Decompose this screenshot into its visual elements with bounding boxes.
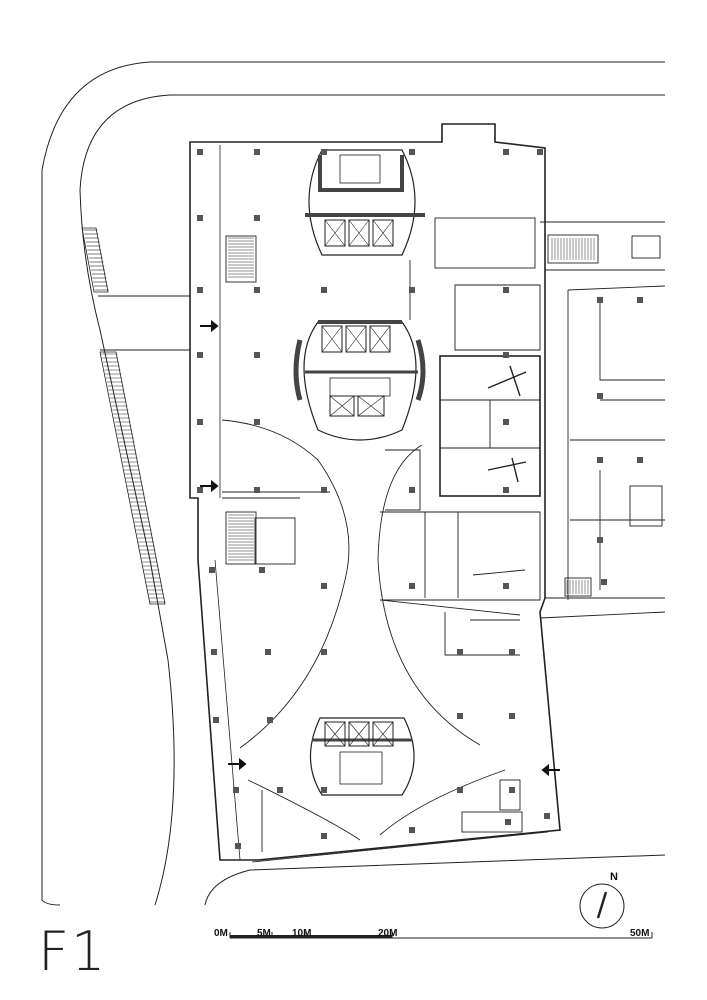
scale-label-20m: 20M bbox=[378, 928, 398, 939]
scale-label-50m: 50M bbox=[630, 928, 650, 939]
structural-column bbox=[457, 787, 463, 793]
structural-column bbox=[277, 787, 283, 793]
structural-column bbox=[254, 487, 260, 493]
structural-column bbox=[321, 787, 327, 793]
structural-column bbox=[503, 419, 509, 425]
structural-column bbox=[197, 215, 203, 221]
building-outline bbox=[189, 123, 561, 863]
structural-column bbox=[254, 149, 260, 155]
structural-column bbox=[637, 457, 643, 463]
structural-column bbox=[197, 149, 203, 155]
structural-column bbox=[197, 352, 203, 358]
structural-column bbox=[197, 287, 203, 293]
scale-label-5m: 5M bbox=[257, 928, 271, 939]
atrium-curves bbox=[221, 419, 521, 841]
structural-column bbox=[503, 487, 509, 493]
structural-column bbox=[409, 487, 415, 493]
structural-column bbox=[254, 215, 260, 221]
floor-label: F1 bbox=[38, 920, 108, 983]
scale-label-0m: 0M bbox=[214, 928, 228, 939]
structural-column bbox=[503, 149, 509, 155]
structural-column bbox=[235, 843, 241, 849]
east-wing bbox=[539, 221, 666, 619]
column-grid bbox=[197, 149, 643, 849]
structural-column bbox=[211, 649, 217, 655]
structural-column bbox=[509, 713, 515, 719]
structural-column bbox=[457, 649, 463, 655]
structural-column bbox=[254, 419, 260, 425]
structural-column bbox=[601, 579, 607, 585]
structural-column bbox=[254, 287, 260, 293]
structural-column bbox=[209, 567, 215, 573]
scale-label-10m: 10M bbox=[292, 928, 312, 939]
north-label: N bbox=[610, 871, 618, 883]
entrance-arrows bbox=[200, 319, 560, 777]
structural-column bbox=[409, 287, 415, 293]
central-core bbox=[293, 320, 426, 441]
structural-column bbox=[409, 583, 415, 589]
structural-column bbox=[197, 487, 203, 493]
structural-column bbox=[409, 827, 415, 833]
scale-bar bbox=[229, 932, 653, 939]
structural-column bbox=[409, 149, 415, 155]
structural-column bbox=[321, 487, 327, 493]
structural-column bbox=[267, 717, 273, 723]
exterior-ramp bbox=[81, 227, 166, 605]
structural-column bbox=[254, 352, 260, 358]
site-road-outline bbox=[41, 61, 666, 906]
structural-column bbox=[321, 287, 327, 293]
structural-column bbox=[457, 713, 463, 719]
structural-column bbox=[503, 352, 509, 358]
north-core bbox=[305, 149, 425, 256]
structural-column bbox=[233, 787, 239, 793]
structural-column bbox=[597, 457, 603, 463]
south-core bbox=[309, 717, 415, 796]
structural-column bbox=[265, 649, 271, 655]
west-rooms bbox=[222, 235, 411, 852]
structural-column bbox=[321, 583, 327, 589]
structural-column bbox=[544, 813, 550, 819]
structural-column bbox=[597, 393, 603, 399]
structural-column bbox=[197, 419, 203, 425]
structural-column bbox=[537, 149, 543, 155]
structural-column bbox=[213, 717, 219, 723]
structural-column bbox=[321, 833, 327, 839]
structural-column bbox=[597, 297, 603, 303]
structural-column bbox=[505, 819, 511, 825]
structural-column bbox=[509, 787, 515, 793]
structural-column bbox=[503, 583, 509, 589]
structural-column bbox=[637, 297, 643, 303]
structural-column bbox=[597, 537, 603, 543]
north-arrow-symbol bbox=[579, 883, 625, 929]
structural-column bbox=[321, 649, 327, 655]
structural-column bbox=[259, 567, 265, 573]
structural-column bbox=[509, 649, 515, 655]
structural-column bbox=[503, 287, 509, 293]
structural-column bbox=[321, 149, 327, 155]
service-block bbox=[380, 217, 541, 833]
